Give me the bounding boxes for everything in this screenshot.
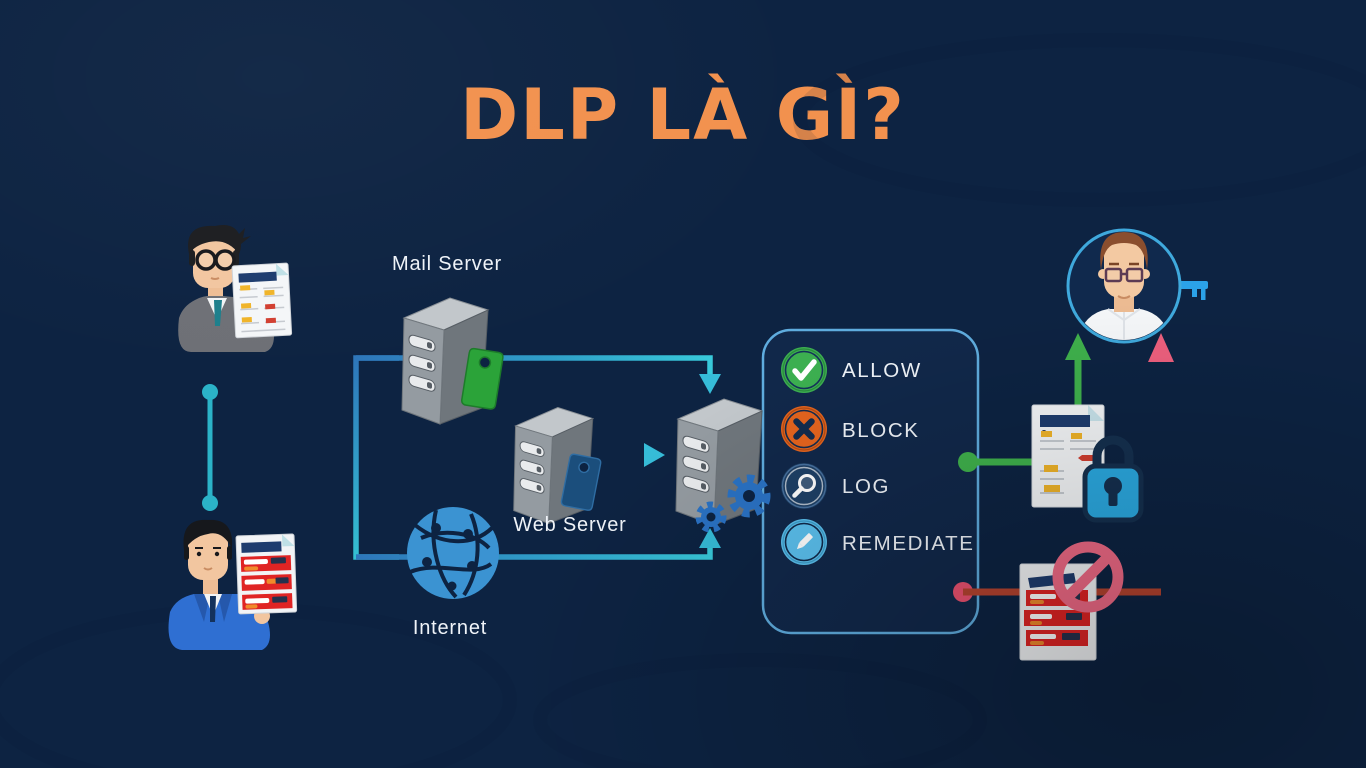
- remediate-label: REMEDIATE: [842, 532, 974, 555]
- source-connector-line: [202, 384, 218, 511]
- web-server-label: Web Server: [513, 514, 626, 536]
- green-arrow-up-icon: [1065, 333, 1091, 360]
- gears-icon: [695, 474, 771, 533]
- mail-server-label: Mail Server: [392, 253, 502, 275]
- allow-label: ALLOW: [842, 359, 922, 382]
- connector-dot-bottom: [202, 495, 218, 511]
- user-bottom-icon: [168, 519, 270, 650]
- check-circle-icon: [781, 347, 827, 393]
- pink-arrow-up-icon: [1148, 333, 1174, 362]
- document-bottom-icon: [235, 533, 298, 615]
- lock-icon: [1082, 435, 1144, 523]
- arrow-down-icon: [699, 374, 721, 394]
- log-item: LOG: [781, 463, 890, 509]
- block-item: BLOCK: [781, 406, 920, 452]
- web-server-icon: [513, 407, 603, 524]
- block-label: BLOCK: [842, 419, 920, 442]
- internet-globe-icon: [407, 507, 499, 599]
- recipient-user-icon: [1066, 228, 1182, 344]
- remediate-item: REMEDIATE: [781, 519, 974, 565]
- arrow-up-icon: [699, 528, 721, 548]
- page-title: DLP LÀ GÌ?: [460, 74, 906, 156]
- x-circle-icon: [781, 406, 827, 452]
- arrow-right-icon: [644, 443, 665, 467]
- mail-server-icon: [401, 297, 505, 425]
- allow-item: ALLOW: [781, 347, 922, 393]
- document-top-icon: [231, 262, 293, 339]
- policy-panel: ALLOW BLOCK: [761, 328, 980, 635]
- log-label: LOG: [842, 475, 890, 498]
- magnifier-circle-icon: [781, 463, 827, 509]
- no-symbol-icon: [1052, 541, 1124, 613]
- pencil-circle-icon: [781, 519, 827, 565]
- connector-dot-top: [202, 384, 218, 400]
- internet-label: Internet: [413, 617, 487, 639]
